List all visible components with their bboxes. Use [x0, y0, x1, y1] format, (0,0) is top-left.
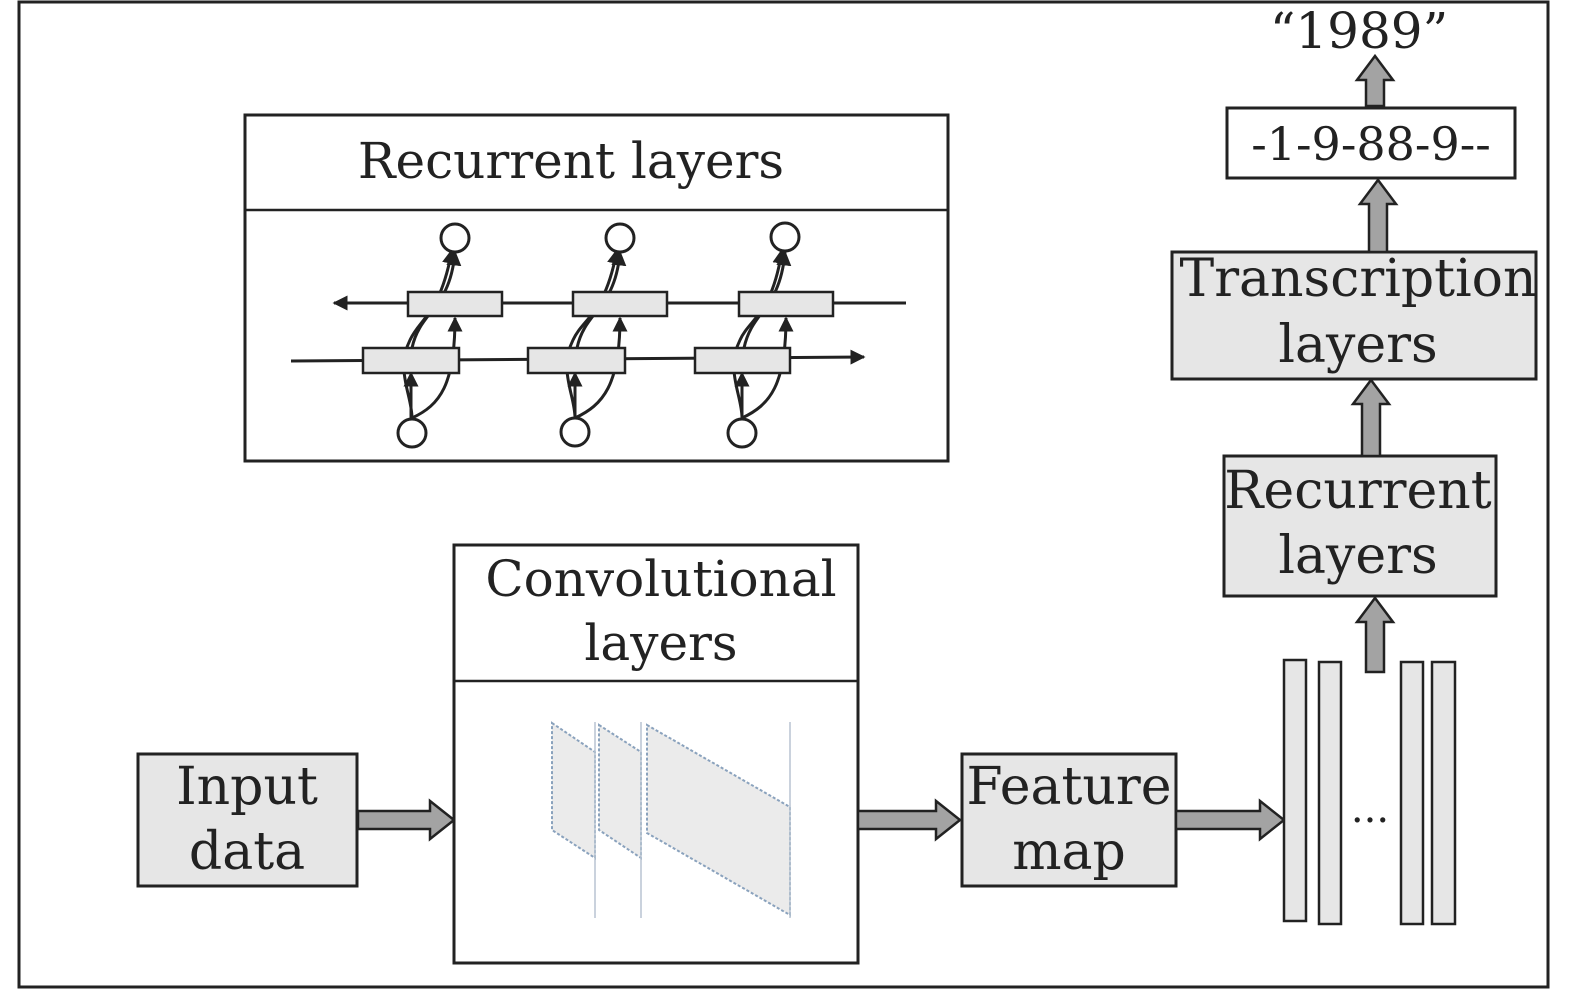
conv-label-line1: Convolutional	[485, 550, 836, 608]
conv-label-line2: layers	[584, 614, 737, 672]
sequence-output-text: -1-9-88-9--	[1251, 117, 1491, 171]
rnn-unit	[693, 221, 835, 449]
recurrent-label-line1: Recurrent	[1224, 461, 1492, 521]
convolutional-layers-box: Convolutional layers	[452, 543, 860, 965]
recurrent-detail-title: Recurrent layers	[358, 132, 784, 190]
rnn-unit	[361, 222, 504, 449]
feature-to-sequence-arrow	[1174, 798, 1287, 842]
transcription-label-line2: layers	[1278, 315, 1437, 375]
backward-cell	[737, 290, 835, 318]
final-output-label: “1989”	[1270, 2, 1448, 60]
recurrent-detail-panel: Recurrent layers	[243, 113, 950, 463]
feature-map-label-line1: Feature	[966, 757, 1171, 817]
backward-to-output-curve	[741, 316, 794, 420]
feature-map-label-line2: map	[1012, 822, 1126, 882]
backward-to-output-curve	[574, 316, 628, 420]
feature-planes-illustration	[551, 721, 791, 918]
conv-to-feature-arrow	[856, 798, 963, 842]
forward-cell	[361, 346, 461, 375]
feature-map-frame	[960, 752, 1178, 888]
output-node	[604, 222, 636, 254]
sequence-column	[1399, 660, 1425, 926]
input-data-box: Input data	[136, 752, 359, 888]
sequence-column	[1282, 658, 1308, 923]
sequence-ellipsis: ...	[1351, 786, 1389, 832]
transcription-label-line1: Transcription	[1180, 249, 1537, 309]
output-to-final-arrow	[1354, 53, 1396, 108]
input-node	[396, 417, 428, 449]
input-data-label-line1: Input	[176, 757, 318, 817]
forward-cell	[693, 346, 792, 375]
sequence-column	[1430, 660, 1457, 926]
backward-to-output-curve	[411, 316, 463, 420]
rnn-unit	[526, 222, 669, 448]
outer-frame	[17, 0, 1550, 989]
input-to-conv-arrow	[356, 798, 457, 842]
feature-sequence: ...	[1282, 658, 1457, 926]
output-node	[439, 222, 471, 254]
sequence-column	[1317, 660, 1343, 926]
recurrent-layers-box: Recurrent layers	[1222, 454, 1498, 598]
backward-cell	[406, 290, 504, 318]
backward-cell	[571, 290, 669, 318]
input-data-label-line2: data	[189, 822, 305, 882]
feature-map-box: Feature map	[960, 752, 1178, 888]
output-node	[769, 221, 801, 253]
forward-cell	[526, 346, 627, 375]
recurrent-to-transcription-arrow	[1350, 377, 1392, 458]
input-node	[726, 417, 758, 449]
transcription-frame	[1170, 250, 1538, 381]
recurrent-label-line2: layers	[1278, 526, 1437, 586]
sequence-output-box: -1-9-88-9--	[1225, 106, 1517, 180]
transcription-layers-box: Transcription layers	[1170, 249, 1538, 381]
sequence-to-recurrent-arrow	[1354, 595, 1396, 674]
recurrent-frame	[1222, 454, 1498, 598]
transcription-to-output-arrow	[1357, 177, 1399, 254]
sequence-output-frame	[1225, 106, 1517, 180]
input-node	[559, 416, 591, 448]
